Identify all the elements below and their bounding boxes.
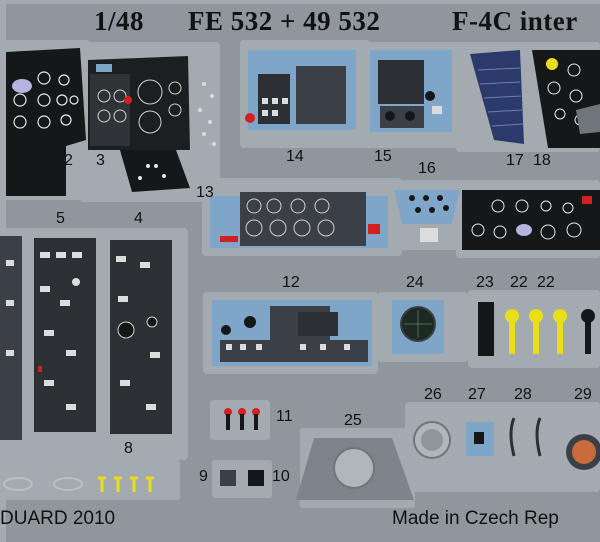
part-3-warning-light bbox=[124, 96, 132, 104]
top-edge-fret bbox=[0, 0, 600, 4]
part-28-clips bbox=[509, 417, 542, 457]
part-number: 26 bbox=[424, 386, 442, 403]
part-3-side-dots bbox=[198, 82, 216, 146]
title-fragment: F-4C inter bbox=[452, 6, 578, 36]
footer-origin: Made in Czech Rep bbox=[392, 508, 559, 529]
part-13-warning-strip bbox=[220, 236, 238, 242]
panel-part-right-upper bbox=[462, 190, 600, 250]
part-2-attitude-indicator bbox=[12, 79, 32, 93]
part-number: 4 bbox=[134, 210, 143, 227]
part-13-warning-light bbox=[368, 224, 380, 234]
panel-part-3-lower bbox=[120, 150, 190, 192]
part-8-rings bbox=[3, 477, 83, 491]
part-16-handle bbox=[420, 228, 438, 242]
part-number: 23 bbox=[476, 274, 494, 291]
part-3-label-strip bbox=[96, 64, 112, 72]
part-number: 8 bbox=[124, 440, 133, 457]
part-24-grid bbox=[404, 310, 432, 338]
part-3-lower-dots bbox=[138, 164, 166, 180]
part-number: 15 bbox=[374, 148, 392, 165]
part-16-holes bbox=[409, 195, 449, 213]
part-3-gauges bbox=[97, 79, 182, 134]
part-11-handles bbox=[224, 408, 260, 430]
right-upper-dials bbox=[471, 199, 582, 240]
part-9-block bbox=[220, 470, 236, 486]
part-15-knob bbox=[385, 111, 395, 121]
part-26-center bbox=[421, 429, 443, 451]
part-14-switches bbox=[262, 98, 288, 116]
footer-brand: DUARD 2010 bbox=[0, 508, 116, 529]
part-13-block bbox=[240, 192, 366, 246]
part-number: 22 bbox=[537, 274, 555, 291]
part-5-red-light bbox=[38, 366, 42, 372]
part-number: 25 bbox=[344, 412, 362, 429]
right-upper-warning-light bbox=[582, 196, 592, 204]
part-22-black-pin-stem bbox=[585, 316, 591, 354]
scale-label: 1/48 bbox=[94, 6, 145, 36]
part-12-knob bbox=[221, 325, 231, 335]
part-25-bezel bbox=[333, 447, 375, 489]
part-number: 24 bbox=[406, 274, 424, 291]
part-number: 18 bbox=[533, 152, 551, 169]
part-15-knob bbox=[425, 91, 435, 101]
part-number: 16 bbox=[418, 160, 436, 177]
part-10-block bbox=[248, 470, 264, 486]
part-18-side bbox=[576, 104, 600, 134]
part-number: 17 bbox=[506, 152, 524, 169]
part-17-lines bbox=[477, 67, 524, 127]
part-number: 12 bbox=[282, 274, 300, 291]
part-number: 10 bbox=[272, 468, 290, 485]
part-12-knob bbox=[244, 316, 256, 328]
part-29-lens bbox=[572, 440, 596, 464]
part-12-display bbox=[298, 312, 338, 336]
part-15-switch bbox=[432, 106, 442, 114]
fret-backdrop bbox=[405, 402, 600, 492]
part-15-knob bbox=[405, 111, 415, 121]
part-2-dials bbox=[13, 71, 79, 129]
part-number: 9 bbox=[199, 468, 208, 485]
part-number: 27 bbox=[468, 386, 486, 403]
part-4-knob bbox=[146, 316, 158, 328]
product-codes: FE 532 + 49 532 bbox=[188, 6, 381, 36]
part-5-dial bbox=[72, 278, 80, 286]
part-22-yellow-pins bbox=[505, 309, 567, 354]
part-14-block bbox=[296, 66, 346, 124]
part-number: 13 bbox=[196, 184, 214, 201]
part-number: 28 bbox=[514, 386, 532, 403]
part-27-switch bbox=[474, 432, 484, 444]
part-12-lower-strip bbox=[220, 340, 368, 362]
part-14-red-button bbox=[245, 113, 255, 123]
part-number: 11 bbox=[276, 408, 293, 425]
console-part-left bbox=[0, 236, 22, 440]
part-12-switches bbox=[226, 344, 350, 350]
part-18-yellow-dial bbox=[546, 58, 558, 70]
part-number: 22 bbox=[510, 274, 528, 291]
part-4-knob bbox=[117, 321, 135, 339]
console-switches bbox=[6, 252, 160, 410]
part-number: 2 bbox=[64, 152, 73, 169]
console-part-4 bbox=[110, 240, 172, 434]
part-number: 14 bbox=[286, 148, 304, 165]
part-23-strip bbox=[478, 302, 494, 356]
part-number: 29 bbox=[574, 386, 592, 403]
console-part-5 bbox=[34, 238, 96, 432]
part-3-subpanel bbox=[90, 74, 130, 146]
part-number: 3 bbox=[96, 152, 105, 169]
panel-part-16 bbox=[394, 190, 460, 224]
part-13-gauges bbox=[245, 198, 335, 237]
part-number: 5 bbox=[56, 210, 65, 227]
right-upper-attitude-indicator bbox=[516, 224, 532, 236]
part-8-yellow-handles bbox=[98, 476, 154, 492]
part-15-screen bbox=[378, 60, 424, 104]
fret-backdrop bbox=[212, 460, 272, 498]
